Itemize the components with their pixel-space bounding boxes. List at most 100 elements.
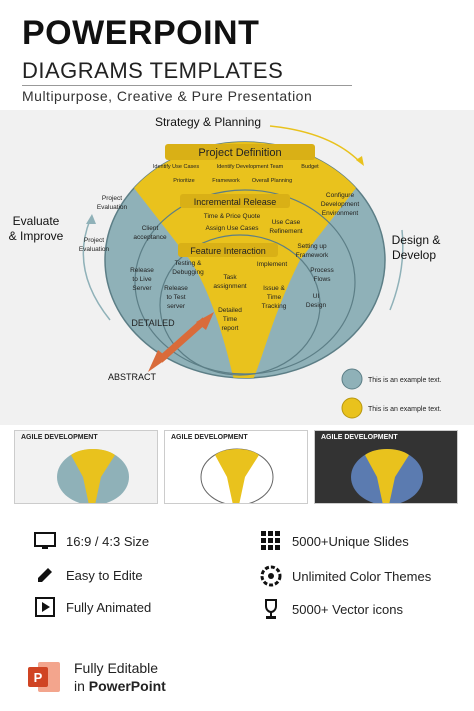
incremental-release-band [180,194,290,208]
thumbnail-title: AGILE DEVELOPMENT [171,434,248,441]
zoom-arrow-head-1 [148,350,168,372]
process-b: Flows [314,276,332,283]
page-title: POWERPOINT [22,14,260,52]
pd2-item-2: Framework [212,178,240,184]
thumbnail-light[interactable]: AGILE DEVELOPMENT [14,430,158,504]
evaluate-label-1: Evaluate [13,214,60,228]
palette-icon [260,565,282,587]
feature-label: Fully Animated [66,599,152,615]
zoom-arrow-head-2 [196,312,214,330]
top-cycle-arrow [269,125,361,163]
project-definition-title: Project Definition [198,147,281,159]
legend-blue-text: This is an example text. [368,377,442,384]
abstract-label: ABSTRACT [108,372,157,382]
footer [0,648,474,711]
thumbnail-title: AGILE DEVELOPMENT [21,434,98,441]
issue-a: Issue & [263,285,285,292]
middle-ring [134,189,356,375]
thumbnail-diagram [351,449,423,503]
ir-item-2: Assign Use Cases [205,225,259,232]
testing-b: Debugging [172,269,204,276]
release-test-b: to Test [166,294,185,301]
thumbnail-diagram [200,448,274,503]
feature-label: Easy to Edite [66,567,143,583]
left-cycle-arrow [82,219,111,321]
legend-blue-swatch [341,368,363,390]
process-a: Process [310,267,334,274]
ui-design-b: Design [306,302,327,309]
top-arrow-head [356,156,364,166]
setting-up-b: Framework [296,252,329,259]
thumbnail-dark[interactable]: AGILE DEVELOPMENT [314,430,458,504]
thumbnail-white[interactable]: AGILE DEVELOPMENT [164,430,308,504]
detailed-time-a: Detailed [218,307,242,314]
svg-text:P: P [34,670,43,685]
feature-icons: 5000+ Vector icons [260,598,403,620]
issue-b: Time [267,294,282,301]
feature-slides: 5000+Unique Slides [260,530,409,552]
feature-label: 16:9 / 4:3 Size [66,533,150,549]
pd-item-1: Identify Use Cases [153,164,199,170]
feature-size: 16:9 / 4:3 Size [34,530,149,552]
release-live-a: Release [130,267,154,274]
pd2-item-1: Prioritize [173,178,194,184]
project-definition-band [165,144,315,160]
client-a: Client [142,225,159,232]
project-eval-1a: Project [102,195,122,202]
feature-animated: Fully Animated [34,596,151,618]
client-b: acceptance [133,234,167,241]
legend-yellow-text: This is an example text. [368,406,442,413]
feature-interaction-title: Feature Interaction [190,246,266,256]
release-live-c: Server [132,285,152,292]
testing-a: Testing & [175,260,202,267]
implement-label: Implement [257,261,288,268]
page-subtitle: DIAGRAMS TEMPLATES [22,58,284,83]
footer-line-2: in PowerPoint [74,678,166,694]
header-divider [22,85,352,86]
pd-item-2: Identify Development Team [217,164,284,170]
footer-line-1: Fully Editable [74,660,159,676]
project-eval-2b: Evaluation [79,246,110,253]
pd2-item-3: Overall Planning [252,178,292,184]
page-tagline: Multipurpose, Creative & Pure Presentati… [22,88,313,104]
configure-b: Development [321,201,359,208]
project-eval-2a: Project [84,237,104,244]
agile-diagram: Strategy & Planning Evaluate & Improve D… [0,110,474,425]
thumbnail-title: AGILE DEVELOPMENT [321,434,398,441]
configure-c: Environment [322,210,359,217]
right-cycle-arrow [389,229,404,311]
release-test-a: Release [164,285,188,292]
detailed-time-c: report [222,325,239,332]
setting-up-a: Setting up [297,243,327,250]
pencil-icon [34,564,56,586]
feature-label: 5000+ Vector icons [292,601,403,617]
task-a: Task [223,274,237,281]
inner-ring [159,234,321,376]
use-case-b: Refinement [269,228,302,235]
trophy-icon [260,598,282,620]
feature-colors: Unlimited Color Themes [260,565,431,587]
project-eval-1b: Evaluation [97,204,128,211]
thumbnail-strip: AGILE DEVELOPMENT AGILE DEVELOPMENT AGIL… [0,426,474,506]
release-test-c: server [167,303,186,310]
use-case-a: Use Case [272,219,301,226]
task-b: assignment [213,283,246,290]
evaluate-label-2: & Improve [9,229,64,243]
detailed-time-b: Time [223,316,238,323]
grid-icon [260,530,282,552]
release-live-b: to Live [132,276,152,283]
zoom-arrow-line [157,317,208,363]
left-arrow-head [86,214,96,224]
monitor-icon [34,530,56,552]
design-label-1: Design & [392,233,441,247]
feature-label: Unlimited Color Themes [292,568,432,584]
feature-edit: Easy to Edite [34,564,143,586]
feature-label: 5000+Unique Slides [292,533,409,549]
feature-interaction-band [178,243,278,257]
pd-item-3: Budget [301,164,319,170]
feature-list: 16:9 / 4:3 Size 5000+Unique Slides Easy … [0,508,474,648]
incremental-release-title: Incremental Release [194,197,277,207]
ui-design-a: UI [313,293,320,300]
issue-c: Tracking [262,303,287,310]
legend-yellow-swatch [341,397,363,419]
